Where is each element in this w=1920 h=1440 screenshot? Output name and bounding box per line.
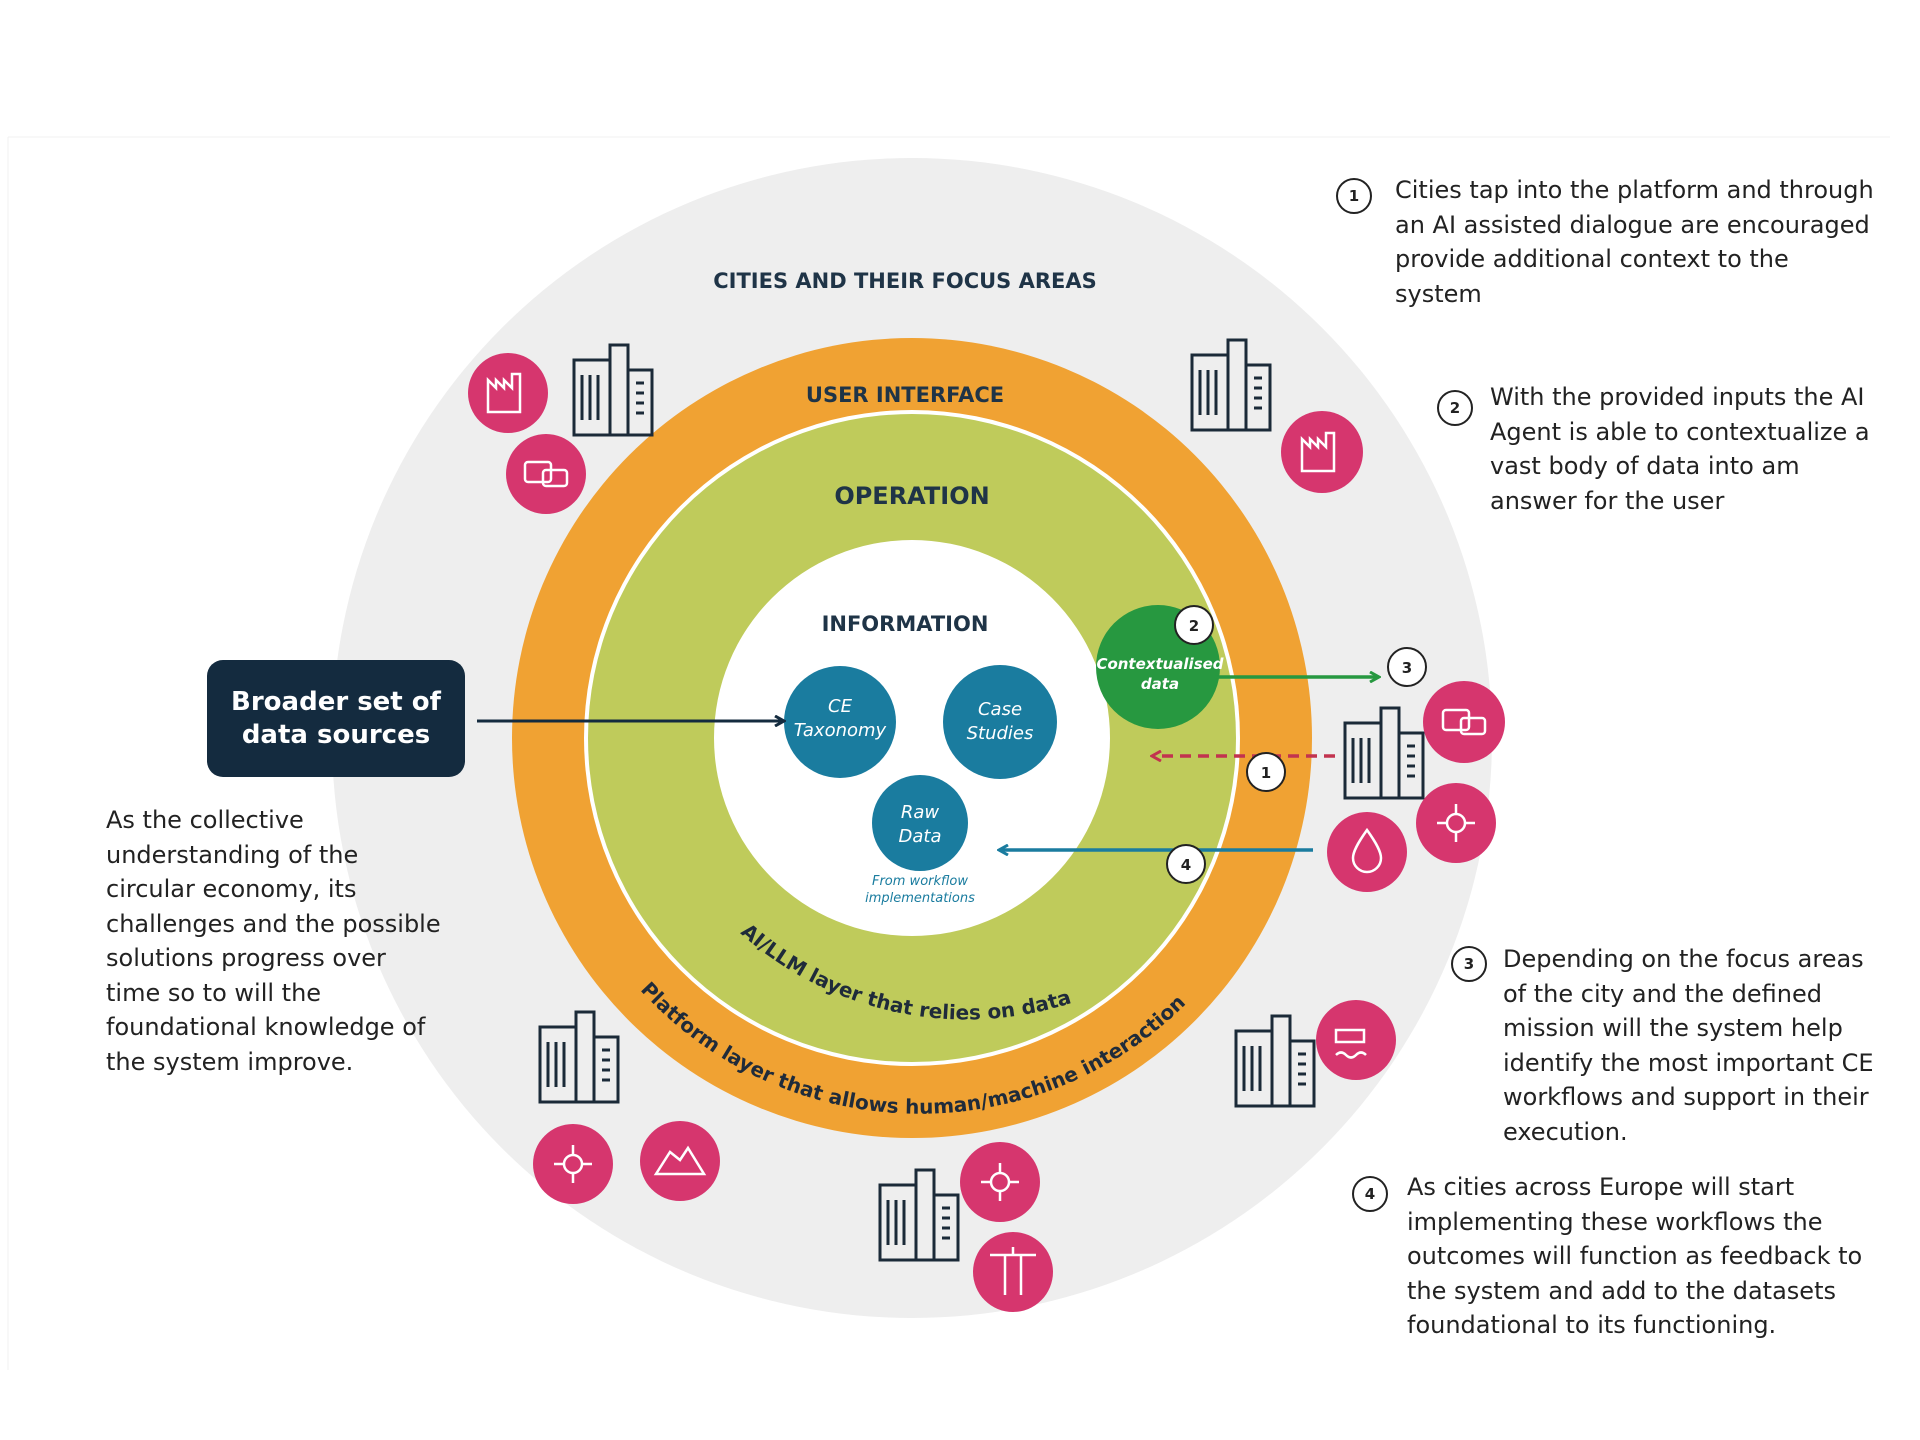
operation-label: OPERATION [834, 482, 989, 510]
svg-text:2: 2 [1189, 617, 1199, 635]
landfill-icon [640, 1121, 720, 1201]
vehicles-icon [1423, 681, 1505, 763]
building-icon [1190, 338, 1272, 432]
building-icon [1343, 706, 1425, 800]
case-studies-line1: Case [978, 699, 1022, 720]
information-label: INFORMATION [822, 612, 989, 636]
ce-taxonomy-line1: CE [828, 696, 853, 717]
marker-1: 1 [1246, 752, 1286, 792]
data-sources-box: Broader set of data sources [207, 660, 465, 777]
marker-2: 2 [1174, 605, 1214, 645]
ce-taxonomy-node [784, 666, 896, 778]
step-number: 4 [1352, 1176, 1388, 1212]
building-icon [538, 1010, 620, 1104]
factory-icon [468, 353, 548, 433]
network-euro-icon [960, 1142, 1040, 1222]
building-icon [572, 343, 654, 437]
contextualised-line1: Contextualised [1096, 655, 1223, 673]
data-sources-line2: data sources [241, 719, 431, 750]
marker-3: 3 [1387, 647, 1427, 687]
step-text: Depending on the focus areas of the city… [1503, 945, 1874, 1146]
data-sources-line1: Broader set of [231, 686, 441, 717]
contextualised-line2: data [1141, 675, 1179, 693]
raw-data-line1: Raw [901, 802, 940, 823]
step-number: 2 [1437, 390, 1473, 426]
crane-icon [973, 1232, 1053, 1312]
building-icon [878, 1168, 960, 1262]
svg-text:1: 1 [1261, 764, 1271, 782]
factory-icon [1281, 411, 1363, 493]
network-euro-icon [1416, 783, 1496, 863]
step-number: 3 [1451, 946, 1487, 982]
marker-4: 4 [1166, 844, 1206, 884]
raw-data-note-1: From workflow [872, 874, 968, 889]
user-interface-label: USER INTERFACE [806, 383, 1004, 407]
raw-data-node [872, 775, 968, 871]
svg-text:3: 3 [1402, 659, 1412, 677]
building-icon [1234, 1014, 1316, 1108]
vehicles-icon [506, 434, 586, 514]
raw-data-line2: Data [899, 826, 942, 847]
svg-text:4: 4 [1181, 856, 1191, 874]
information-core [714, 540, 1110, 936]
case-studies-line2: Studies [967, 723, 1034, 744]
cities-title: CITIES AND THEIR FOCUS AREAS [713, 269, 1097, 293]
ce-taxonomy-line2: Taxonomy [794, 720, 887, 741]
raw-data-note-2: implementations [865, 891, 975, 906]
pipe-waste-icon [1316, 1000, 1396, 1080]
step-text: As cities across Europe will start imple… [1407, 1173, 1863, 1339]
network-euro-icon [533, 1124, 613, 1204]
side-note: As the collective understanding of the c… [106, 806, 441, 1076]
case-studies-node [943, 665, 1057, 779]
step-text: Cities tap into the platform and through… [1395, 176, 1874, 308]
water-drop-icon [1327, 812, 1407, 892]
step-text: With the provided inputs the AI Agent is… [1490, 383, 1870, 515]
step-number: 1 [1336, 178, 1372, 214]
